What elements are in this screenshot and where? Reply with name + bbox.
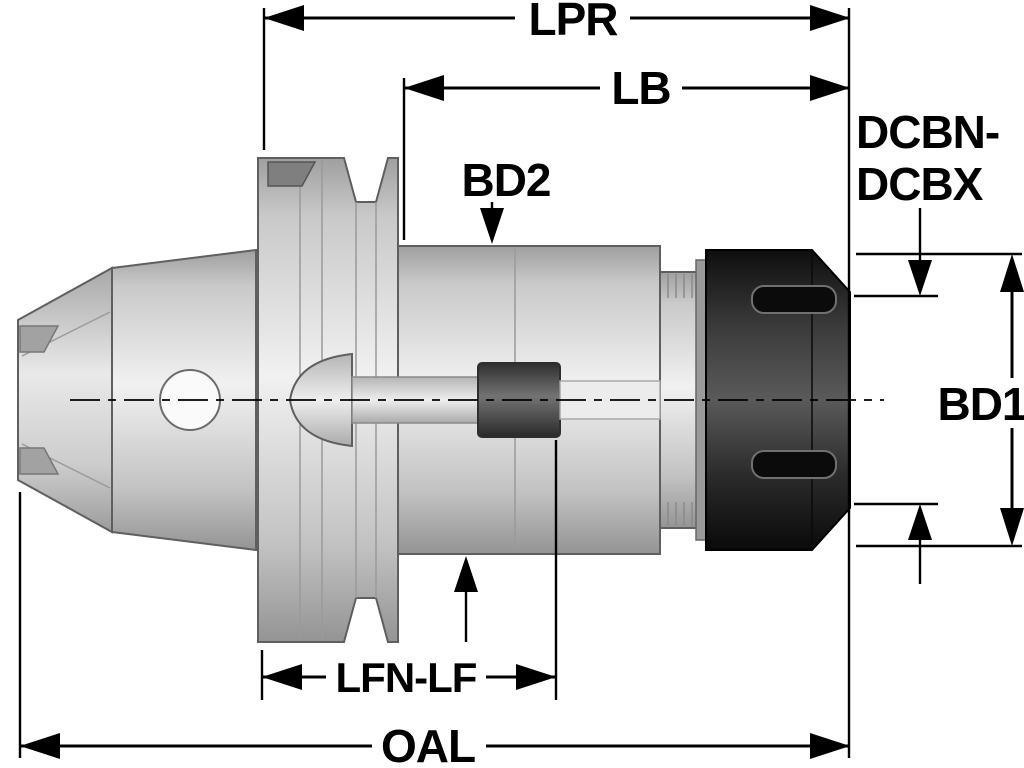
dimensions: LPR LB BD2 DCBN- DCBX <box>18 0 1024 768</box>
dim-label-oal: OAL <box>381 720 475 768</box>
arrow-down-icon <box>908 260 932 296</box>
nut-grip-slot-top <box>751 285 837 314</box>
arrow-up-icon <box>454 556 478 592</box>
arrow-left-icon <box>404 75 444 101</box>
shank <box>17 248 257 552</box>
dim-label-lpr: LPR <box>529 0 619 45</box>
arrow-right-icon <box>810 5 850 31</box>
dim-lpr: LPR <box>262 0 850 150</box>
arrow-up-icon <box>1000 254 1024 292</box>
arrow-left-icon <box>20 733 60 759</box>
drive-notch-bottom <box>19 447 60 475</box>
dim-dcbn-dcbx: DCBN- DCBX <box>854 106 1000 584</box>
dim-oal: OAL <box>18 492 850 768</box>
dim-label-dcbn-line2: DCBX <box>856 158 984 210</box>
arrow-left-icon <box>262 664 302 690</box>
dim-label-lb: LB <box>611 62 670 114</box>
dim-label-dcbn-line1: DCBN- <box>856 106 999 158</box>
arrow-left-icon <box>264 5 304 31</box>
dim-bd1: BD1 <box>856 252 1024 548</box>
nut-grip-slot-bottom <box>751 450 837 479</box>
arrow-down-icon <box>1000 508 1024 546</box>
dim-lb: LB <box>402 62 850 240</box>
dim-bd2: BD2 <box>454 154 552 642</box>
arrow-right-icon <box>810 75 850 101</box>
dim-label-bd2: BD2 <box>461 154 550 206</box>
arrow-right-icon <box>516 664 556 690</box>
drive-notch-top <box>19 325 60 353</box>
flange-key-notch <box>267 161 317 187</box>
arrow-down-icon <box>480 208 504 244</box>
arrow-right-icon <box>810 733 850 759</box>
dim-label-lfn-lf: LFN-LF <box>336 654 477 701</box>
tool-holder <box>17 157 884 643</box>
dim-lfn-lf: LFN-LF <box>260 440 558 701</box>
arrow-up-icon <box>908 504 932 540</box>
internal-parts <box>288 352 661 448</box>
dim-label-bd1: BD1 <box>937 378 1024 430</box>
